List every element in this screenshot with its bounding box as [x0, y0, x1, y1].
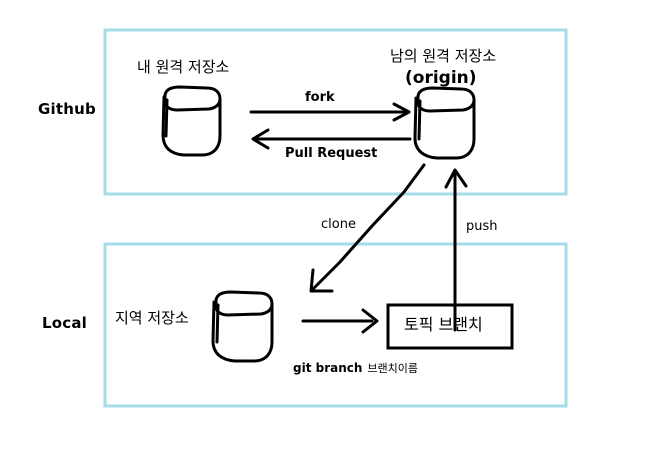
git-branch-command-text: git branch	[293, 361, 363, 375]
local-repo-label: 지역 저장소	[115, 309, 189, 327]
github-zone-box	[103, 28, 568, 196]
my-remote-repo-icon	[161, 85, 222, 157]
clone-edge-label: clone	[321, 217, 356, 232]
fork-arrow	[249, 102, 411, 122]
git-branch-argument-text: 브랜치이름	[367, 362, 419, 375]
push-arrow	[444, 168, 468, 332]
origin-remote-repo-icon	[413, 86, 476, 160]
origin-remote-repo-sublabel: (origin)	[405, 68, 477, 88]
pull-request-edge-label: Pull Request	[285, 146, 378, 161]
local-repo-icon	[211, 290, 274, 363]
pull-request-arrow	[251, 128, 412, 150]
topic-branch-label: 토픽 브랜치	[404, 315, 483, 334]
git-branch-arrow	[301, 308, 379, 334]
push-edge-label: push	[466, 219, 498, 234]
zone-label-github: Github	[38, 100, 96, 118]
my-remote-repo-label: 내 원격 저장소	[137, 58, 230, 76]
fork-edge-label: fork	[305, 90, 335, 105]
origin-remote-repo-label: 남의 원격 저장소	[390, 47, 497, 65]
zone-label-local: Local	[42, 314, 88, 332]
git-branch-command-label: git branch 브랜치이름	[293, 362, 418, 374]
clone-arrow	[309, 163, 426, 293]
local-zone-box	[103, 242, 568, 408]
topic-branch-box	[386, 303, 514, 350]
